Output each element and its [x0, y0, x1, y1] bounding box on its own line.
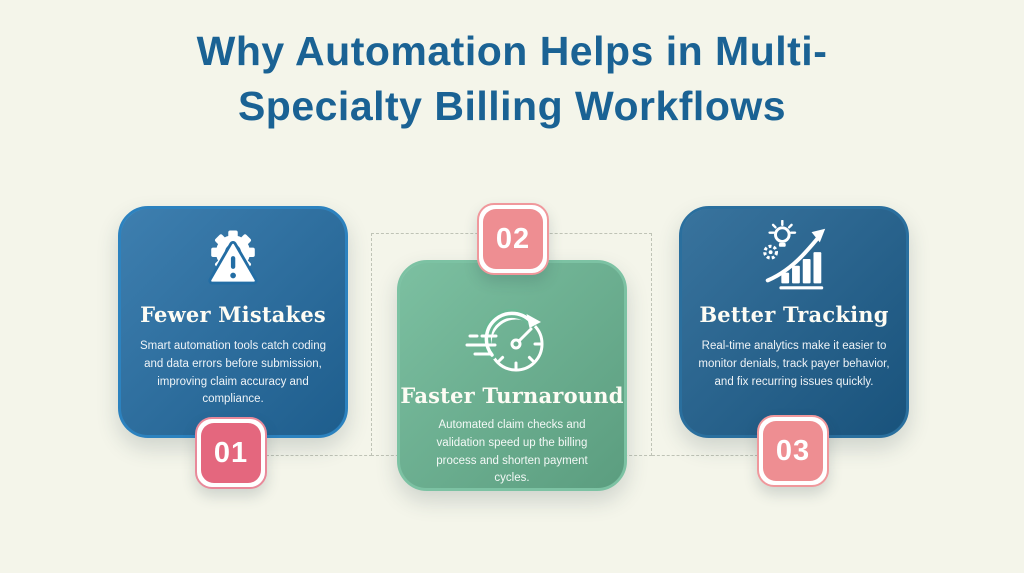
connector-dashed-line-left — [266, 455, 372, 456]
step-number: 03 — [763, 421, 823, 481]
connector-dashed-line-right — [652, 455, 758, 456]
card-better-tracking: Better Tracking Real-time analytics make… — [679, 206, 909, 438]
card-heading: Faster Turnaround — [400, 383, 624, 408]
step-badge-01: 01 — [195, 417, 267, 489]
step-number: 02 — [483, 209, 543, 269]
speedometer-icon — [460, 299, 564, 379]
card-fewer-mistakes: Fewer Mistakes Smart automation tools ca… — [118, 206, 348, 438]
card-heading: Fewer Mistakes — [140, 302, 326, 327]
card-faster-turnaround: Faster Turnaround Automated claim checks… — [397, 260, 627, 491]
growth-analytics-icon — [756, 220, 832, 294]
gear-warning-icon — [197, 222, 269, 294]
card-body-text: Automated claim checks and validation sp… — [436, 419, 588, 485]
step-badge-03: 03 — [757, 415, 829, 487]
step-number: 01 — [201, 423, 261, 483]
page-title: Why Automation Helps in Multi- Specialty… — [0, 24, 1024, 134]
card-heading: Better Tracking — [699, 302, 889, 327]
step-badge-02: 02 — [477, 203, 549, 275]
page-title-line-1: Why Automation Helps in Multi- — [196, 28, 828, 74]
card-body-text: Real-time analytics make it easier to mo… — [698, 340, 890, 388]
card-body-text: Smart automation tools catch coding and … — [139, 340, 327, 406]
page-title-line-2: Specialty Billing Workflows — [237, 82, 787, 129]
